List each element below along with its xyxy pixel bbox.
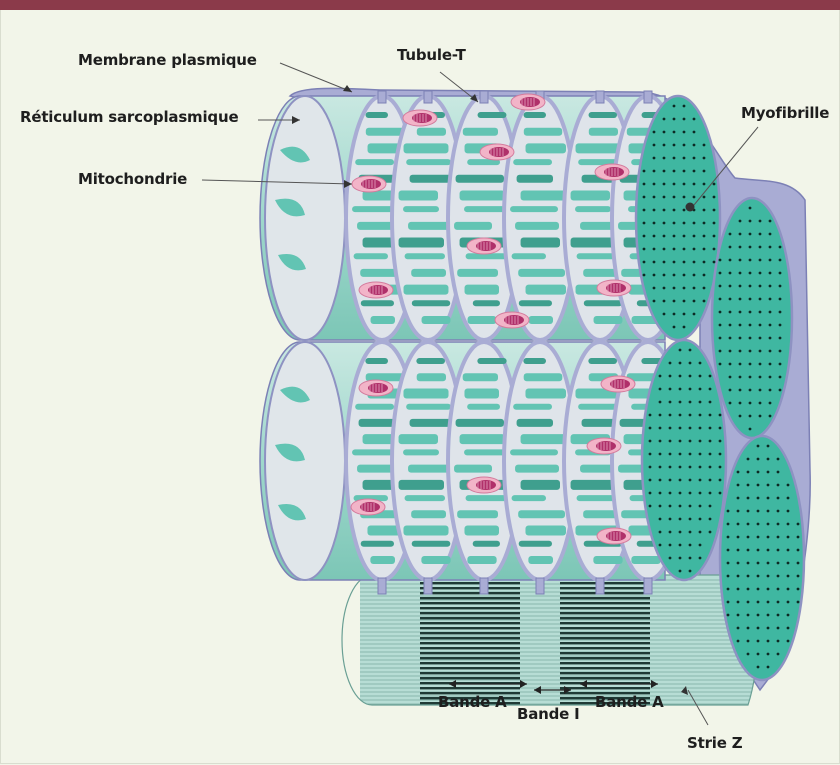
mitochondrion	[467, 238, 501, 254]
tubule-cap	[378, 91, 386, 103]
tubule-cap	[480, 91, 488, 103]
tubule-cap	[644, 91, 652, 103]
mitochondrion	[352, 176, 386, 192]
label-band-a-right: Bande A	[595, 693, 664, 711]
tubule-cap	[596, 91, 604, 103]
mitochondrion	[595, 164, 629, 180]
mitochondrion	[511, 94, 545, 110]
mitochondrion	[359, 380, 393, 396]
mitochondrion	[467, 477, 501, 493]
tubule-cap	[424, 578, 432, 594]
tubule-cap	[596, 578, 604, 594]
mitochondrion	[351, 499, 385, 515]
label-band-i: Bande I	[517, 705, 580, 723]
myofibril-face-top	[636, 96, 720, 340]
mitochondrion	[597, 280, 631, 296]
leader-membrane	[280, 63, 352, 92]
mitochondrion	[403, 110, 437, 126]
label-membrane: Membrane plasmique	[78, 51, 257, 69]
mitochondrion	[597, 528, 631, 544]
label-z-line: Strie Z	[687, 734, 742, 752]
myofibril-face-right-top	[712, 198, 792, 438]
label-mitochondria: Mitochondrie	[78, 170, 187, 188]
label-reticulum: Réticulum sarcoplasmique	[20, 108, 238, 126]
mitochondrion	[495, 312, 529, 328]
label-band-a-left: Bande A	[438, 693, 507, 711]
mitochondrion	[480, 144, 514, 160]
tubule-cap	[378, 578, 386, 594]
tubule-cap	[644, 578, 652, 594]
tubule-cap	[424, 91, 432, 103]
mitochondrion	[359, 282, 393, 298]
mitochondrion	[601, 376, 635, 392]
tubule-cap	[480, 578, 488, 594]
myofibril-face-right-bottom	[720, 436, 804, 680]
label-myofibril: Myofibrille	[741, 104, 829, 122]
mitochondrion	[587, 438, 621, 454]
myofibril-pointer-dot	[686, 203, 695, 212]
tubule-cap	[536, 578, 544, 594]
label-tubule-t: Tubule-T	[397, 46, 466, 64]
myofibril-face-middle	[642, 340, 726, 580]
